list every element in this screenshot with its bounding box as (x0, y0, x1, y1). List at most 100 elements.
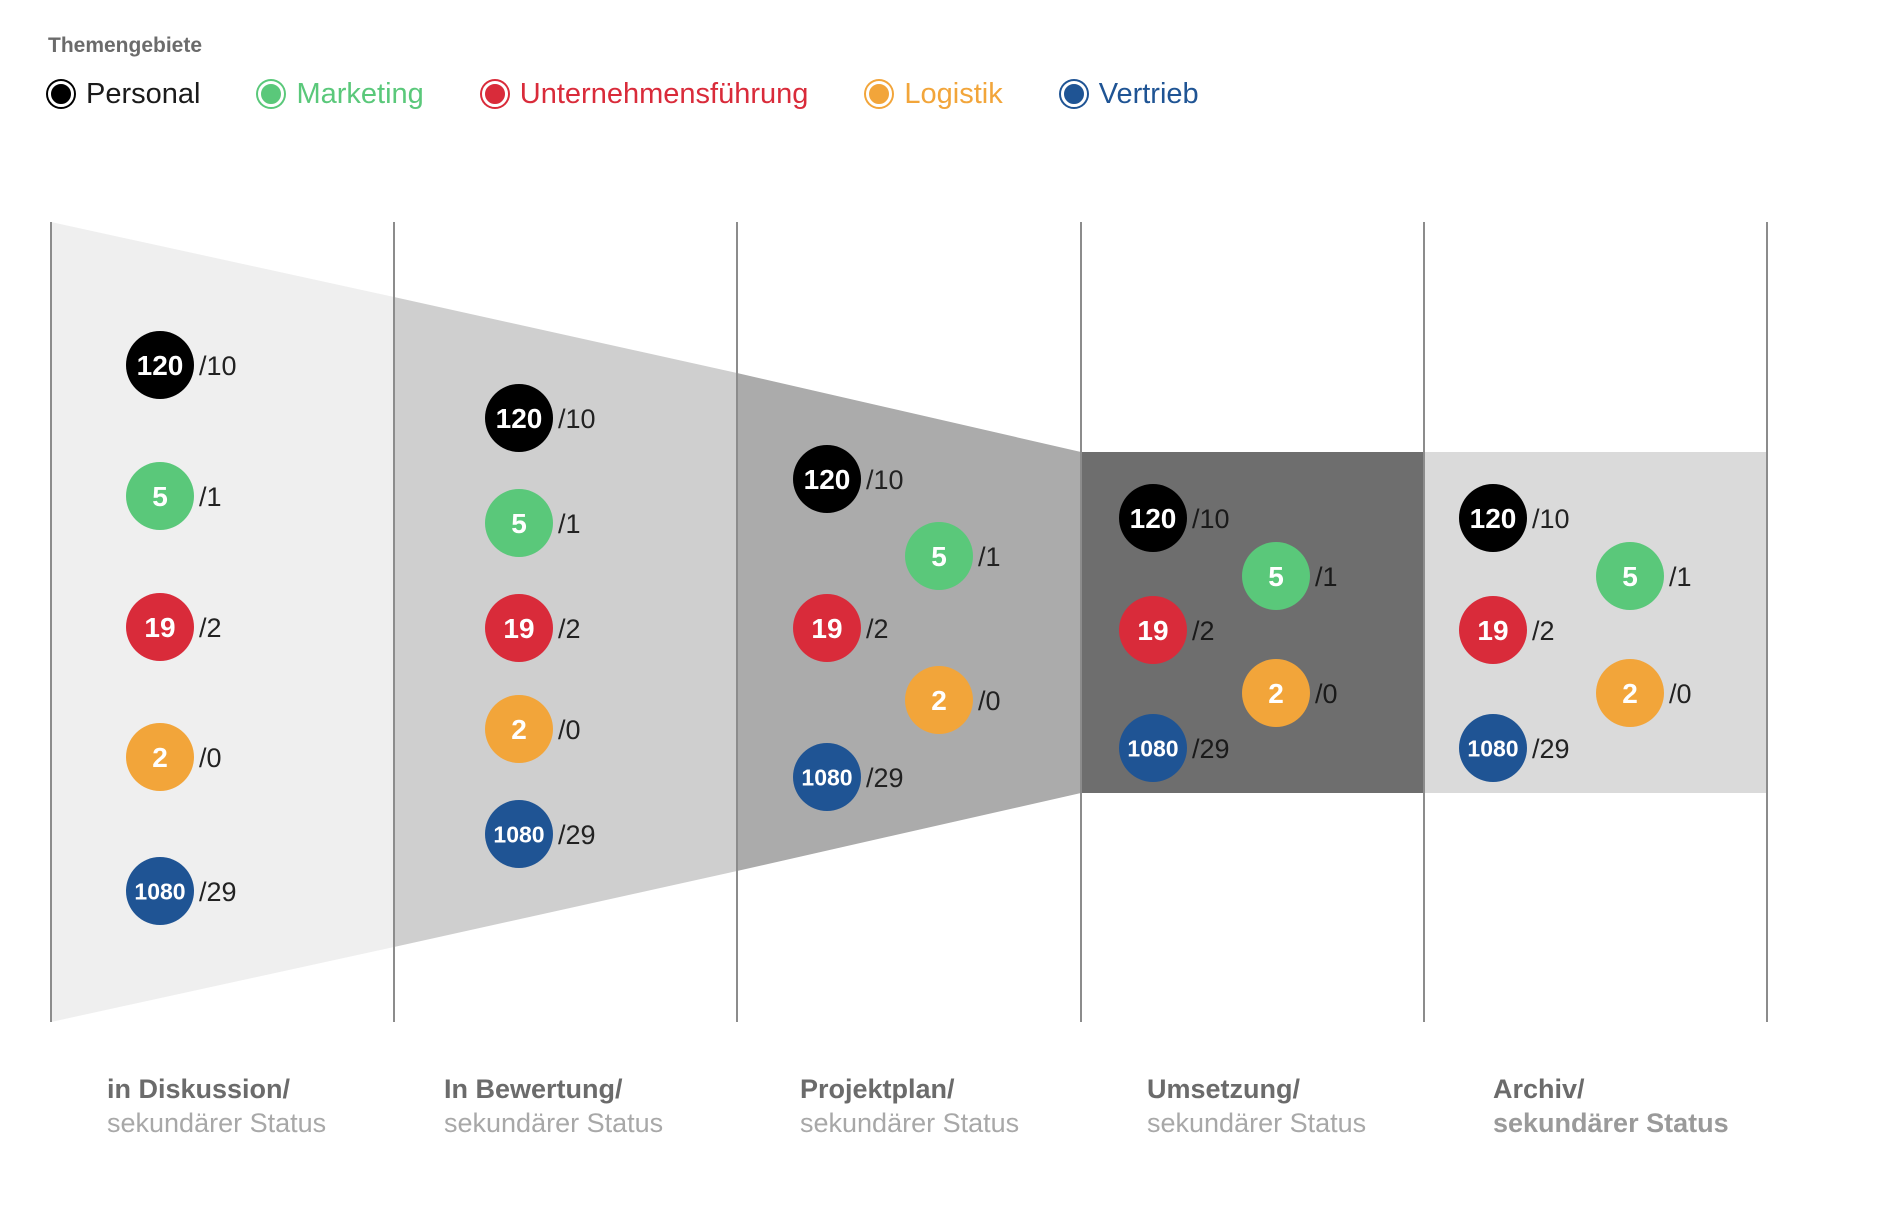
count-bubble[interactable]: 5/1 (1242, 542, 1338, 610)
bubble-circle (126, 462, 194, 530)
bubble-circle (1596, 542, 1664, 610)
count-bubble[interactable]: 2/0 (1596, 659, 1692, 727)
legend-item[interactable]: Vertrieb (1060, 77, 1199, 111)
bubble-circle (485, 800, 553, 868)
bubble-value: 1080 (493, 821, 544, 847)
stage-subtitle: sekundärer Status (1493, 1108, 1729, 1138)
bubble-value: 5 (931, 541, 947, 572)
legend-label: Logistik (904, 77, 1003, 110)
bubble-secondary: /10 (866, 465, 904, 495)
count-bubble[interactable]: 5/1 (485, 489, 581, 557)
bubble-value: 1080 (1467, 735, 1518, 761)
bubble-secondary: /29 (866, 763, 904, 793)
legend-item[interactable]: Marketing (258, 77, 424, 111)
legend-title: Themengebiete (48, 34, 203, 57)
bubble-circle (126, 857, 194, 925)
count-bubble[interactable]: 5/1 (126, 462, 222, 530)
legend-item[interactable]: Unternehmensführung (481, 77, 809, 111)
count-bubble[interactable]: 120/10 (126, 331, 237, 399)
count-bubble[interactable]: 19/2 (485, 594, 581, 662)
count-bubble[interactable]: 19/2 (1119, 596, 1215, 664)
legend-label: Unternehmensführung (519, 77, 809, 110)
count-bubble[interactable]: 1080/29 (126, 857, 237, 925)
bubble-secondary: /1 (1669, 562, 1692, 592)
stage-title: Archiv/ (1493, 1074, 1585, 1104)
bubble-secondary: /2 (558, 614, 581, 644)
stage-title: In Bewertung/ (444, 1074, 623, 1104)
count-bubble[interactable]: 120/10 (793, 445, 904, 513)
radio-dot-icon (866, 81, 893, 107)
bubble-secondary: /0 (1669, 679, 1692, 709)
bubble-secondary: /29 (1192, 734, 1230, 764)
bubble-circle (1119, 714, 1187, 782)
bubble-secondary: /1 (199, 482, 222, 512)
bubble-value: 5 (511, 508, 527, 539)
legend-item[interactable]: Personal (48, 78, 200, 111)
count-bubble[interactable]: 1080/29 (1119, 714, 1230, 782)
legend-label: Personal (86, 77, 201, 110)
bubble-value: 120 (137, 350, 184, 381)
bubble-circle (126, 593, 194, 661)
count-bubble[interactable]: 120/10 (485, 384, 596, 452)
bubble-value: 19 (503, 613, 534, 644)
count-bubble[interactable]: 1080/29 (1459, 714, 1570, 782)
stage-label: in Diskussion/sekundärer Status (107, 1072, 326, 1140)
bubble-secondary: /0 (558, 715, 581, 745)
bubble-value: 2 (931, 685, 947, 716)
stage-subtitle: sekundärer Status (1147, 1108, 1367, 1138)
count-bubble[interactable]: 19/2 (126, 593, 222, 661)
bubble-circle (1459, 714, 1527, 782)
bubble-secondary: /29 (558, 820, 596, 850)
bubble-secondary: /10 (1532, 504, 1570, 534)
count-bubble[interactable]: 120/10 (1119, 484, 1230, 552)
count-bubble[interactable]: 2/0 (126, 723, 222, 791)
bubble-circle (1459, 596, 1527, 664)
bubble-secondary: /1 (1315, 562, 1338, 592)
stage-subtitle: sekundärer Status (107, 1108, 327, 1138)
bubble-value: 2 (152, 742, 168, 773)
bubble-circle (793, 594, 861, 662)
bubble-value: 5 (152, 481, 168, 512)
bubble-circle (905, 666, 973, 734)
count-bubble[interactable]: 5/1 (905, 522, 1001, 590)
count-bubble[interactable]: 2/0 (485, 695, 581, 763)
count-bubble[interactable]: 19/2 (1459, 596, 1555, 664)
count-bubble[interactable]: 2/0 (905, 666, 1001, 734)
stage-label: Projektplan/sekundärer Status (800, 1072, 1019, 1140)
bubble-circle (905, 522, 973, 590)
bubble-value: 120 (1130, 503, 1177, 534)
bubble-secondary: /1 (558, 509, 581, 539)
bubble-value: 120 (1470, 503, 1517, 534)
count-bubble[interactable]: 19/2 (793, 594, 889, 662)
bubble-value: 5 (1622, 561, 1638, 592)
bubble-value: 2 (1622, 678, 1638, 709)
count-bubble[interactable]: 5/1 (1596, 542, 1692, 610)
legend-label: Vertrieb (1098, 77, 1199, 110)
bubble-circle (485, 695, 553, 763)
count-bubble[interactable]: 120/10 (1459, 484, 1570, 552)
radio-dot-icon (258, 81, 285, 107)
bubble-circle (793, 445, 861, 513)
count-bubble[interactable]: 2/0 (1242, 659, 1338, 727)
stage-label: In Bewertung/sekundärer Status (444, 1072, 663, 1140)
bubble-value: 120 (804, 464, 851, 495)
count-bubble[interactable]: 1080/29 (793, 743, 904, 811)
funnel-segment (394, 297, 737, 947)
bubble-circle (485, 384, 553, 452)
bubble-secondary: /0 (1315, 679, 1338, 709)
count-bubble[interactable]: 1080/29 (485, 800, 596, 868)
legend-label: Marketing (296, 77, 424, 110)
bubble-value: 2 (511, 714, 527, 745)
bubble-value: 120 (496, 403, 543, 434)
bubble-secondary: /29 (1532, 734, 1570, 764)
stage-label: Umsetzung/sekundärer Status (1147, 1072, 1366, 1140)
bubble-secondary: /0 (199, 743, 222, 773)
bubble-value: 19 (1137, 615, 1168, 646)
legend-item[interactable]: Logistik (866, 77, 1003, 111)
legend: Personal Marketing Unternehmensführung Logi… (48, 74, 1257, 114)
radio-dot-icon (1060, 81, 1087, 107)
bubble-circle (1119, 596, 1187, 664)
stage-title: in Diskussion/ (107, 1074, 291, 1104)
bubble-value: 19 (1477, 615, 1508, 646)
